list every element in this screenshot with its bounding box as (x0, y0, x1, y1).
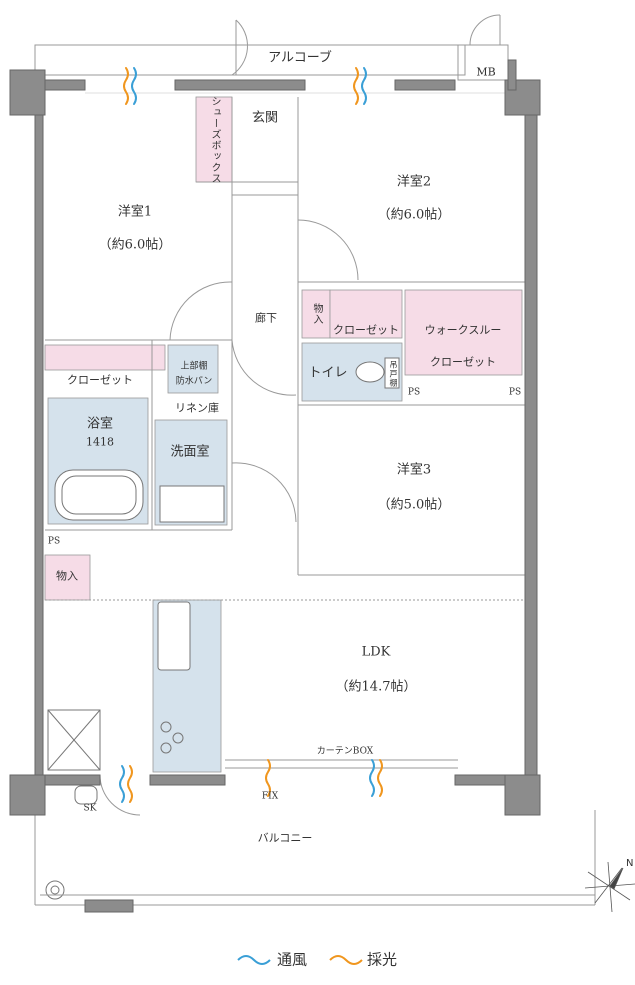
ventilation-lighting-marks (119, 67, 383, 803)
bath-size: 1418 (86, 435, 114, 449)
water-pan (167, 344, 219, 394)
upper-shelf-label: 上部棚 (180, 361, 208, 372)
linen-label: リネン庫 (175, 401, 219, 415)
fixture-details (45, 357, 400, 900)
lighting-legend-icon (329, 955, 363, 965)
water-pan-label: 防水パン (175, 376, 213, 387)
room1-size: （約6.0帖） (98, 237, 172, 253)
sk-label: SK (83, 803, 97, 814)
legend-marks (237, 955, 363, 965)
washroom-label: 洗面室 (170, 444, 210, 460)
closet-room1-label: クローゼット (67, 373, 133, 387)
walk-through-line1: ウォークスルー (424, 323, 502, 337)
toilet-label: トイレ (308, 365, 348, 381)
room3-name: 洋室3 (396, 462, 432, 478)
closet-room2-label: クローゼット (333, 323, 399, 337)
fixture-fills (44, 96, 523, 773)
ldk-name: LDK (361, 644, 391, 660)
room1-name: 洋室1 (117, 204, 153, 220)
lighting-legend-label: 採光 (366, 950, 398, 969)
ldk-size: （約14.7帖） (335, 679, 417, 695)
curtain-box-label: カーテンBOX (316, 746, 374, 757)
hanging-shelf-label: 吊戸棚 (389, 360, 398, 388)
exterior-walls (9, 59, 541, 913)
compass-icon (584, 861, 635, 913)
ventilation-legend-label: 通風 (276, 950, 308, 969)
window-band-top (85, 88, 505, 96)
ventilation-legend-icon (237, 955, 271, 965)
closet-room1 (44, 344, 166, 371)
room3-size: （約5.0帖） (377, 497, 451, 513)
mb-label: MB (476, 65, 496, 79)
alcove-area (34, 14, 509, 81)
storage-kitchen (44, 554, 91, 601)
bath-name: 浴室 (86, 416, 114, 432)
room2-size: （約6.0帖） (377, 207, 451, 223)
fix-label: FIX (261, 791, 279, 802)
balcony-label: バルコニー (257, 831, 313, 845)
shoe-box (195, 96, 233, 183)
hallway-label: 廊下 (255, 311, 277, 325)
entrance-label: 玄関 (251, 110, 279, 126)
walk-through-closet (404, 289, 523, 376)
closet-room2 (329, 289, 403, 339)
legend: 通風 採光 (0, 946, 635, 974)
storage-hall-label: 物入 (311, 303, 322, 325)
ps-label-2: PS (508, 387, 522, 398)
walk-through-line2: クローゼット (430, 355, 496, 369)
alcove-label: アルコーブ (268, 50, 332, 66)
storage-kitchen-label: 物入 (56, 569, 78, 583)
shoe-box-label: シューズボックス (209, 96, 220, 184)
ps-label-1: PS (407, 387, 421, 398)
ps-label-3: PS (47, 536, 61, 547)
compass-n: N (626, 858, 633, 869)
room2-name: 洋室2 (396, 174, 432, 190)
